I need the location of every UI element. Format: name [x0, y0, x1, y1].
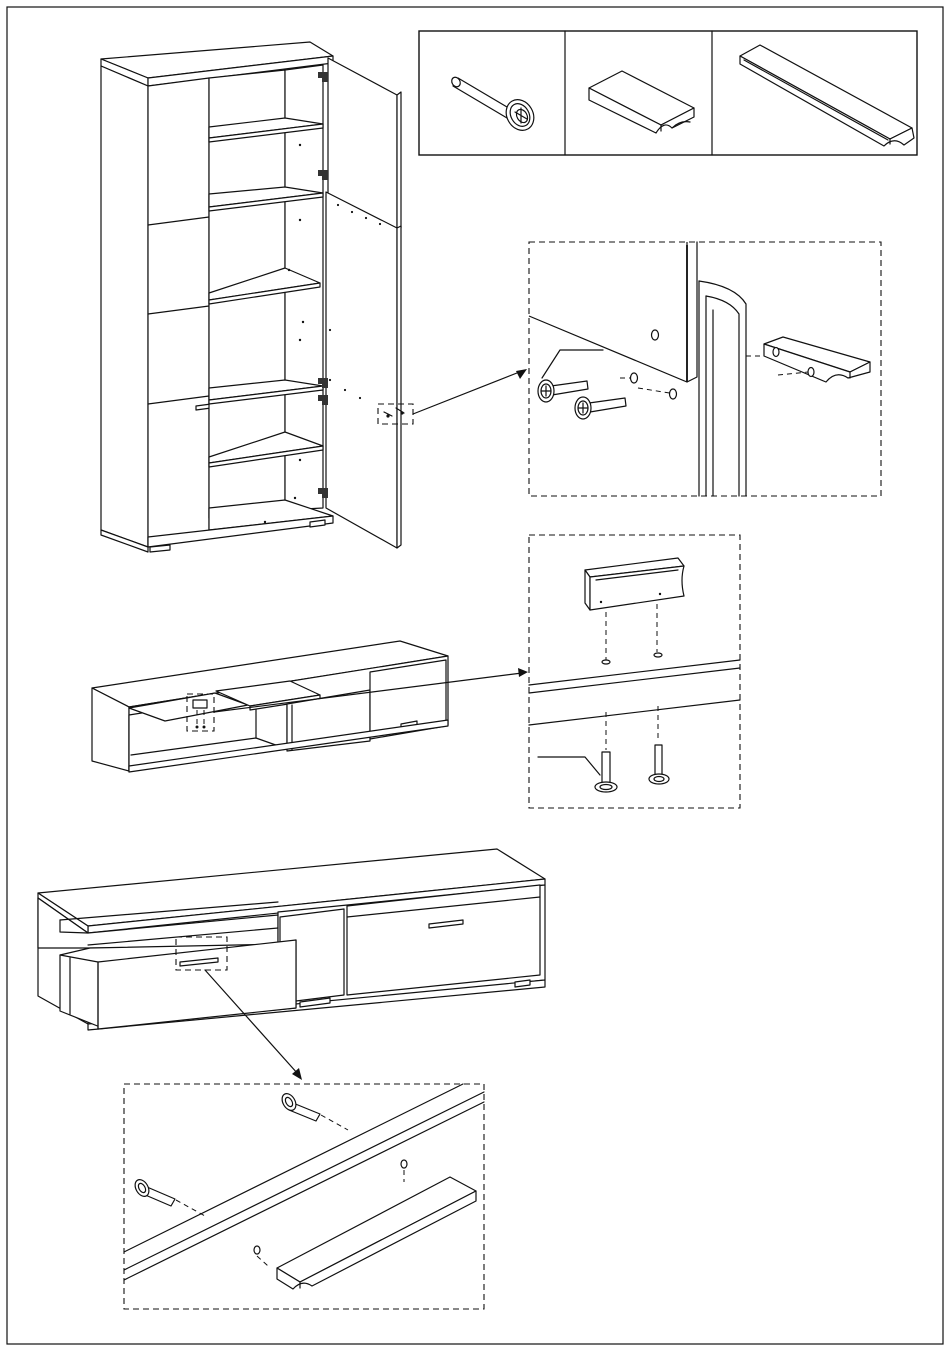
screw-icon	[575, 397, 626, 419]
screw-icon	[595, 752, 617, 792]
screw-icon	[132, 1177, 175, 1206]
short-handle-icon	[589, 71, 694, 133]
door-handle-detail	[529, 242, 881, 496]
long-handle-icon	[740, 45, 914, 146]
tv-unit-drawer	[38, 849, 545, 1030]
screw-icon	[279, 1091, 320, 1121]
long-handle-icon	[277, 1177, 476, 1289]
screw-with-washer-icon	[450, 76, 539, 136]
tall-cabinet	[101, 42, 413, 552]
short-handle-top-detail	[529, 535, 740, 808]
tv-unit-top-view	[92, 641, 448, 772]
handle-icon	[585, 558, 684, 610]
screw-icon	[649, 745, 669, 784]
parts-legend	[419, 31, 917, 155]
long-handle-drawer-detail	[124, 1084, 484, 1309]
